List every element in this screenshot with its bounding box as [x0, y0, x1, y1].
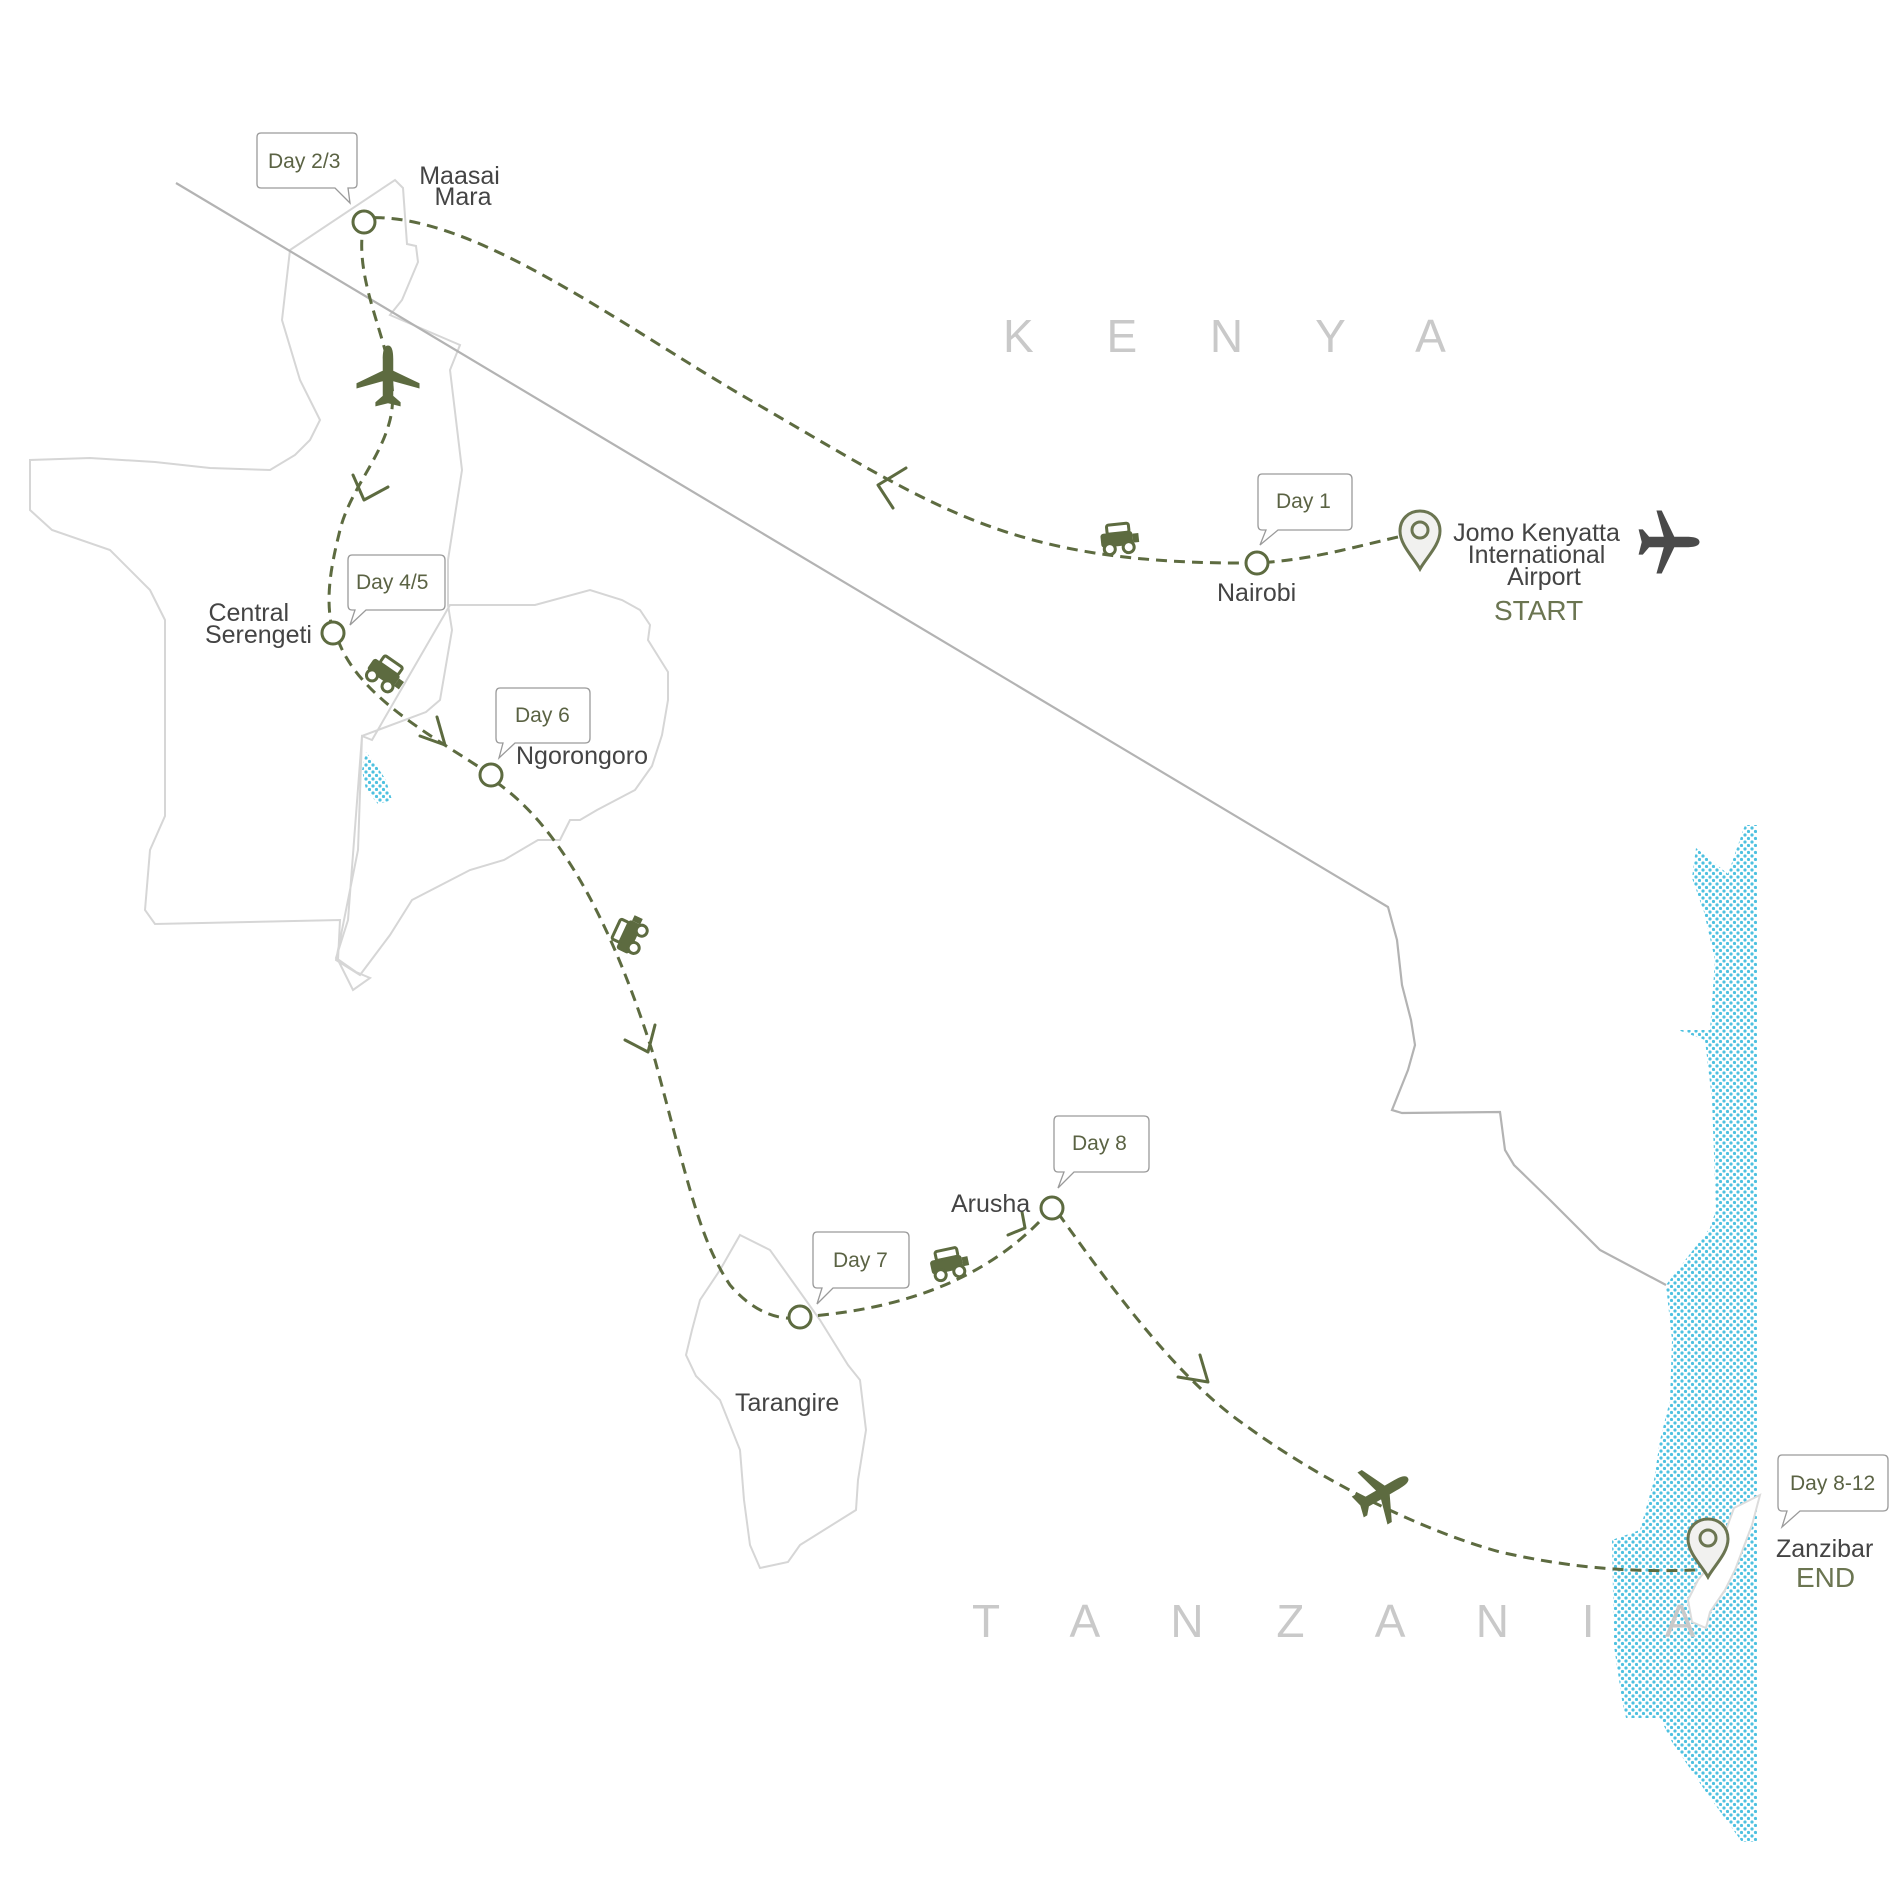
safari-jeep-icon: [360, 649, 412, 699]
place-label-maasai-mara: Maasai Mara: [419, 162, 507, 211]
lake-patch: [362, 752, 392, 804]
direction-arrow: [876, 466, 908, 510]
day-label-day45: Day 4/5: [347, 554, 446, 626]
svg-text:Day 6: Day 6: [515, 704, 570, 727]
svg-text:Day 7: Day 7: [833, 1249, 888, 1272]
tarangire-park-outline: [684, 1233, 868, 1570]
route-airport-to-nairobi: [1256, 535, 1399, 565]
stop-central-serengeti: [320, 620, 346, 646]
place-label-jomo-kenyatta-airport: Jomo Kenyatta International Airport: [1453, 519, 1627, 591]
stop-ngorongoro: [478, 762, 504, 788]
country-label-tanzania: T A N Z A N I A: [972, 1595, 1725, 1647]
svg-text:Day 8-12: Day 8-12: [1790, 1472, 1875, 1495]
place-label-nairobi: Nairobi: [1217, 579, 1296, 607]
day-label-day8: Day 8: [1053, 1115, 1150, 1189]
day-label-day812: Day 8-12: [1777, 1454, 1889, 1530]
svg-text:Day 1: Day 1: [1276, 490, 1331, 513]
day-label-day23: Day 2/3: [256, 132, 358, 205]
direction-arrow: [623, 1023, 657, 1054]
svg-text:Day 2/3: Day 2/3: [268, 150, 340, 173]
kenya-tanzania-border: [175, 182, 1667, 1286]
indian-ocean: [1612, 825, 1757, 1842]
place-label-arusha: Arusha: [951, 1190, 1030, 1218]
route-tarangire-to-arusha: [799, 1207, 1054, 1319]
route-ngorongoro-to-tarangire: [495, 780, 801, 1320]
stop-tarangire: [787, 1304, 813, 1330]
plane-icon: [1638, 510, 1700, 574]
serengeti-park-outline: [29, 178, 669, 992]
stop-nairobi: [1244, 550, 1270, 576]
place-label-tarangire: Tarangire: [735, 1389, 839, 1417]
plane-icon: [356, 345, 420, 407]
map-pin-icon: [1398, 509, 1442, 571]
start-label: START: [1494, 595, 1583, 626]
day-label-day1: Day 1: [1257, 473, 1353, 546]
stop-arusha: [1039, 1195, 1065, 1221]
route-nairobi-to-maasai-mara: [363, 216, 1258, 565]
svg-text:Day 8: Day 8: [1072, 1132, 1127, 1155]
end-label: END: [1796, 1562, 1855, 1593]
day-label-day6: Day 6: [495, 687, 591, 761]
day-label-day7: Day 7: [812, 1231, 910, 1305]
country-label-kenya: K E N Y A: [1003, 310, 1476, 362]
place-label-ngorongoro: Ngorongoro: [516, 742, 648, 770]
direction-arrow: [418, 715, 447, 747]
safari-jeep-icon: [1097, 520, 1142, 557]
direction-arrow: [1176, 1353, 1210, 1384]
stop-maasai-mara: [351, 209, 377, 235]
route-maasai-mara-to-serengeti: [327, 221, 395, 634]
route-serengeti-to-ngorongoro: [336, 639, 492, 777]
route-arusha-to-zanzibar: [1056, 1212, 1696, 1573]
svg-text:Day 4/5: Day 4/5: [356, 571, 428, 594]
direction-arrow: [351, 473, 390, 502]
direction-arrow: [1006, 1210, 1027, 1237]
place-label-zanzibar: Zanzibar: [1776, 1535, 1873, 1563]
place-label-central-serengeti: Central Serengeti: [205, 599, 312, 649]
